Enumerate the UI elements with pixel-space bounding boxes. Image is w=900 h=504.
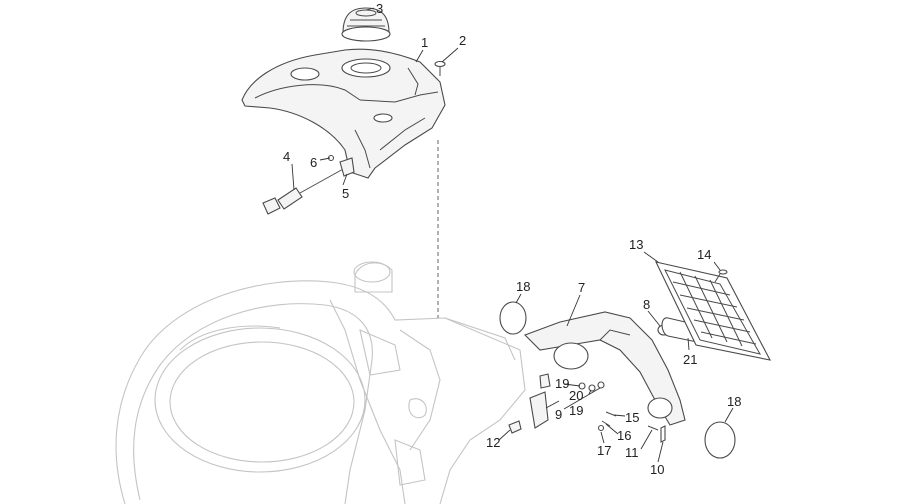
callout-19-upper: 19 — [555, 376, 569, 391]
callout-13: 13 — [629, 237, 643, 252]
callout-4: 4 — [283, 149, 290, 164]
callout-21: 21 — [683, 352, 697, 367]
callout-labels: 3 1 2 4 6 5 18 7 8 13 14 21 19 20 9 19 1… — [283, 1, 741, 477]
scooter-body-ghost — [115, 261, 526, 504]
callout-8: 8 — [643, 297, 650, 312]
callout-16: 16 — [617, 428, 631, 443]
cable-part-4 — [262, 154, 355, 215]
screw-part-10 — [660, 425, 666, 443]
cap-part-3 — [341, 7, 391, 42]
callout-6: 6 — [310, 155, 317, 170]
bracket-part-7 — [524, 311, 686, 426]
screw-part-12 — [508, 420, 522, 434]
screw-part-2 — [434, 60, 446, 76]
cover-part-1 — [241, 48, 446, 179]
callout-9: 9 — [555, 407, 562, 422]
callout-11: 11 — [625, 445, 639, 460]
leader-lines — [291, 7, 734, 463]
reflector-part-18-lower — [704, 421, 736, 459]
holder-part-9 — [529, 391, 549, 429]
callout-20: 20 — [569, 388, 583, 403]
callout-15: 15 — [625, 410, 639, 425]
nut-part-17 — [597, 424, 605, 432]
callout-7: 7 — [578, 280, 585, 295]
clip-part-9 — [539, 373, 551, 389]
washer-part-19b — [597, 381, 605, 389]
callout-5: 5 — [342, 186, 349, 201]
callout-10: 10 — [650, 462, 664, 477]
reflector-part-18-upper — [499, 301, 527, 335]
callout-2: 2 — [459, 33, 466, 48]
callout-12: 12 — [486, 435, 500, 450]
screw-part-14 — [714, 269, 728, 283]
callout-19-lower: 19 — [569, 403, 583, 418]
callout-3: 3 — [376, 1, 383, 16]
screw-part-16 — [601, 420, 611, 427]
screw-part-11 — [647, 425, 659, 431]
washer-part-20 — [588, 384, 596, 392]
callout-14: 14 — [697, 247, 711, 262]
callout-17: 17 — [597, 443, 611, 458]
plate-holder-part-13 — [655, 261, 772, 361]
callout-18-upper: 18 — [516, 279, 530, 294]
callout-1: 1 — [421, 35, 428, 50]
callout-18-lower: 18 — [727, 394, 741, 409]
